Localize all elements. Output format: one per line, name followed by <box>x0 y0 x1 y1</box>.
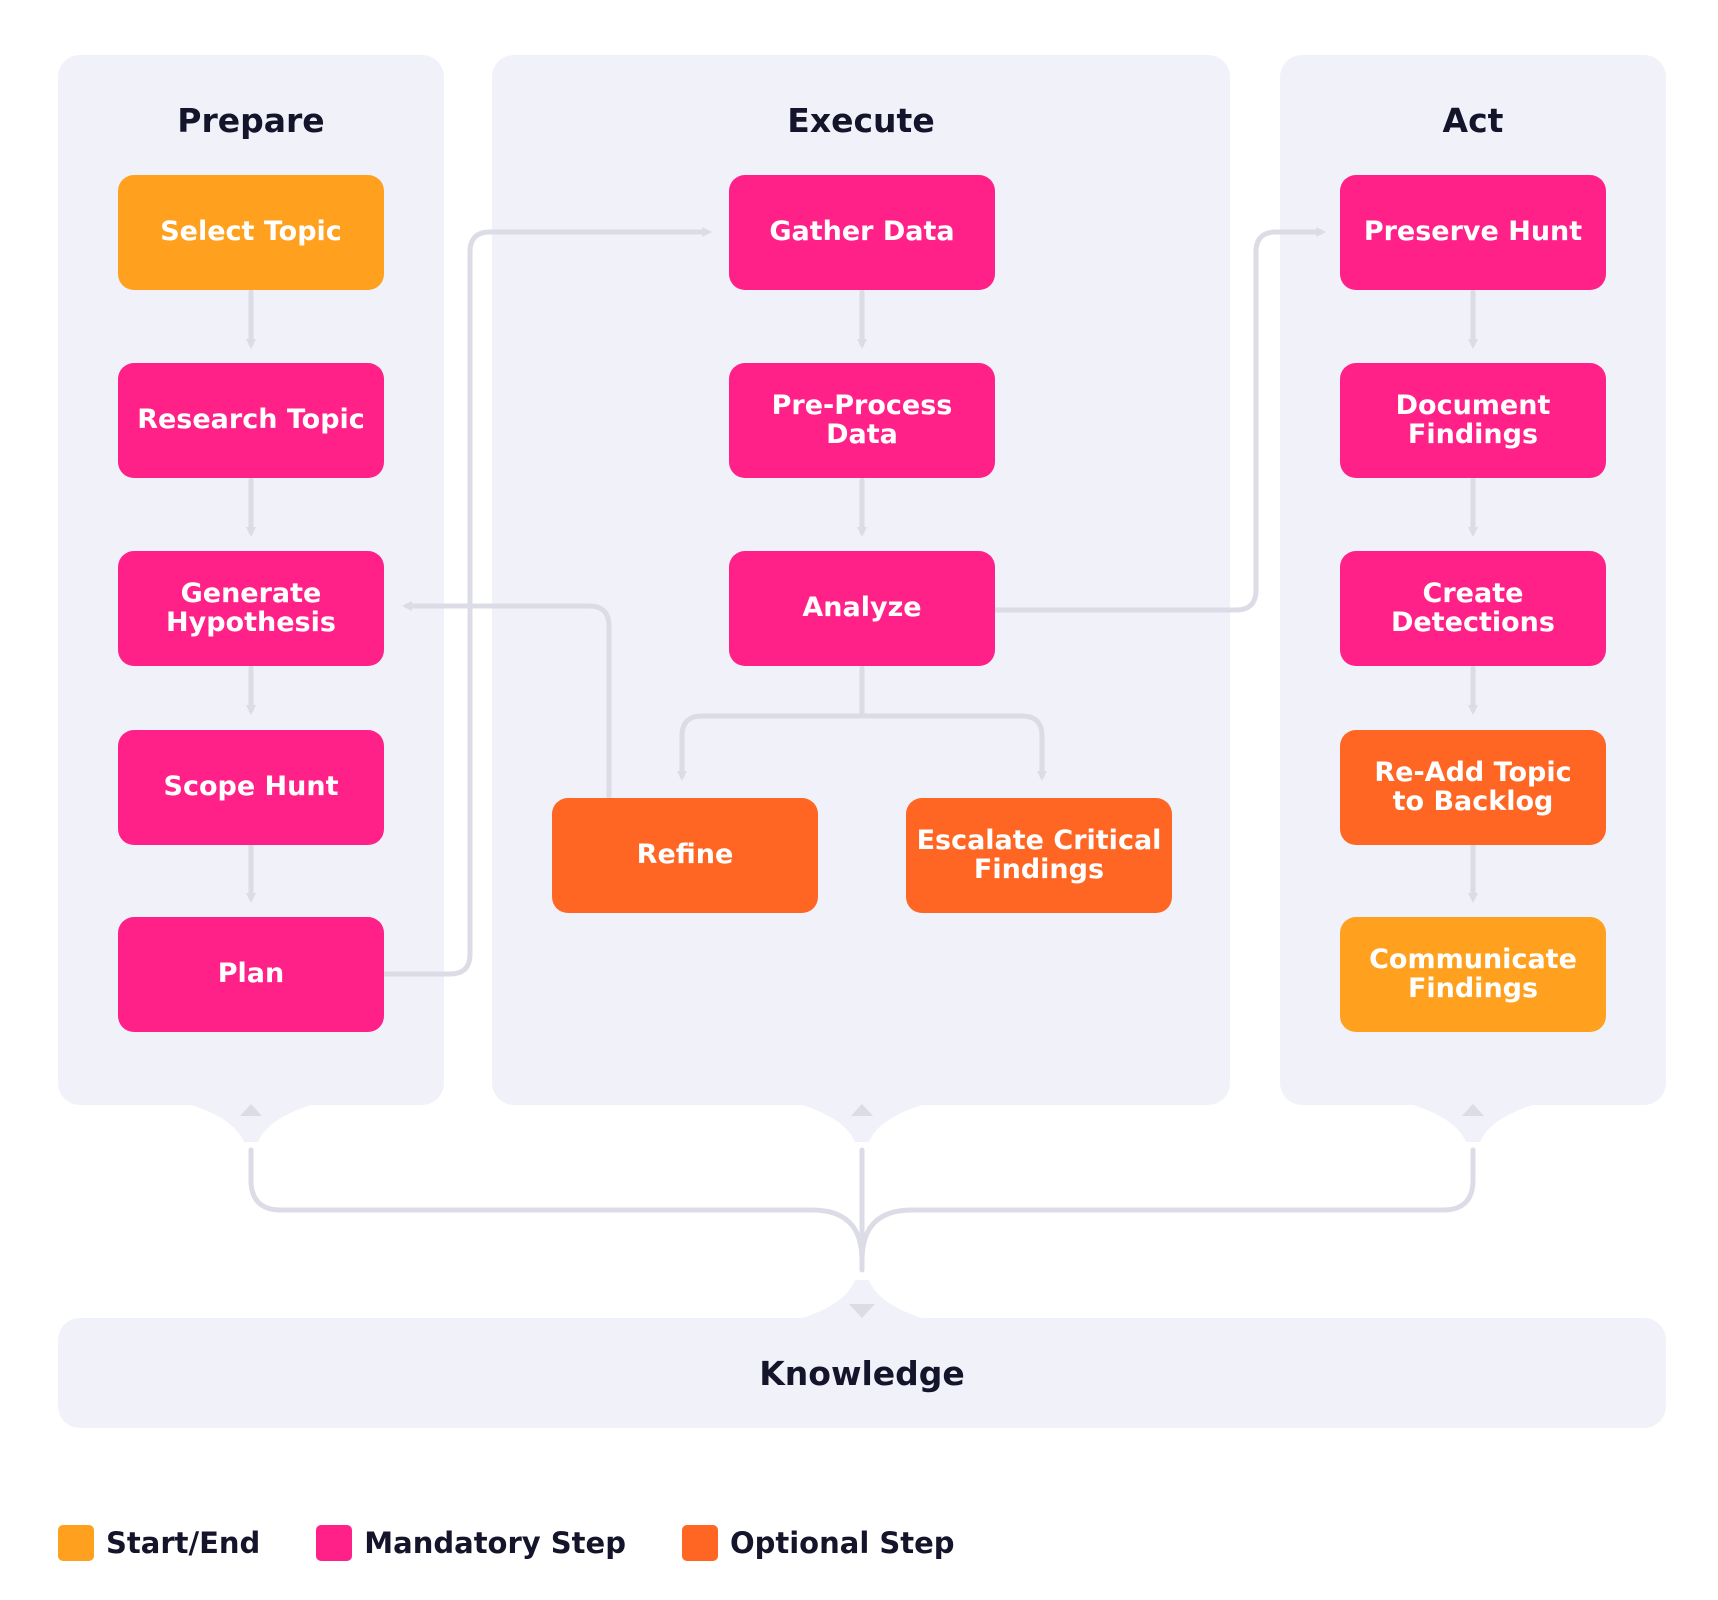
legend-start-end: Start/End <box>58 1525 260 1561</box>
step-document-findings: Document Findings <box>1340 363 1606 478</box>
act-title: Act <box>1442 101 1504 140</box>
legend-swatch-mandatory <box>316 1525 353 1561</box>
prepare-title: Prepare <box>177 101 325 140</box>
knowledge-up-arrow-execute <box>851 1104 873 1116</box>
step-research-topic: Research Topic <box>118 363 384 478</box>
knowledge-down-arrow <box>849 1304 875 1318</box>
knowledge-up-arrow-prepare <box>240 1104 262 1116</box>
step-analyze: Analyze <box>729 551 995 666</box>
knowledge-up-arrow-act <box>1462 1104 1484 1116</box>
step-communicate-findings: Communicate Findings <box>1340 917 1606 1032</box>
legend-label-start-end: Start/End <box>106 1526 261 1560</box>
notch-execute <box>799 1104 925 1142</box>
legend-label-mandatory: Mandatory Step <box>364 1526 626 1560</box>
step-pre-process-data: Pre-Process Data <box>729 363 995 478</box>
step-select-topic: Select Topic <box>118 175 384 290</box>
knowledge-box: Knowledge <box>58 1318 1666 1428</box>
notch-knowledge <box>799 1280 925 1319</box>
legend-mandatory: Mandatory Step <box>316 1525 626 1561</box>
knowledge-label: Knowledge <box>759 1353 965 1393</box>
step-plan: Plan <box>118 917 384 1032</box>
legend-label-optional: Optional Step <box>729 1526 955 1560</box>
notch-act <box>1410 1104 1536 1142</box>
legend-swatch-optional <box>681 1525 718 1561</box>
execute-title: Execute <box>787 101 935 140</box>
step-gather-data: Gather Data <box>729 175 995 290</box>
legend-optional: Optional Step <box>681 1525 955 1561</box>
step-generate-hypothesis: Generate Hypothesis <box>118 551 384 666</box>
step-refine: Refine <box>552 798 818 913</box>
legend-swatch-start-end <box>58 1525 94 1561</box>
knowledge-line-act <box>859 1147 1476 1263</box>
step-preserve-hunt: Preserve Hunt <box>1340 175 1606 290</box>
step-escalate-critical-findings: Escalate Critical Findings <box>906 798 1172 913</box>
legend: Start/End Mandatory Step Optional Step <box>58 1525 1011 1561</box>
knowledge-line-prepare <box>248 1147 865 1263</box>
step-scope-hunt: Scope Hunt <box>118 730 384 845</box>
step-create-detections: Create Detections <box>1340 551 1606 666</box>
notch-prepare <box>188 1104 314 1142</box>
step-re-add-topic: Re-Add Topic to Backlog <box>1340 730 1606 845</box>
